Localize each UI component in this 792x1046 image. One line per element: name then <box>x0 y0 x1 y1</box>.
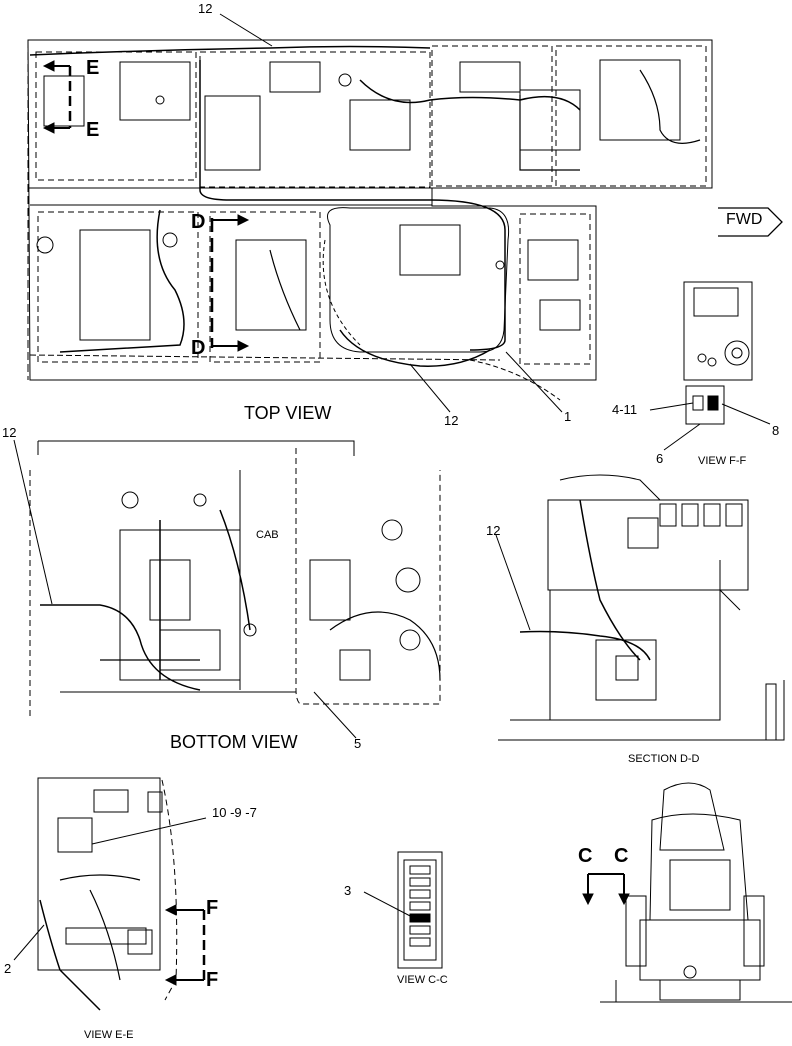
callout-12-top: 12 <box>198 1 213 16</box>
callout-12-section-d: 12 <box>486 523 501 538</box>
view-c-title: VIEW C-C <box>397 974 448 986</box>
view-f-title: VIEW F-F <box>698 455 747 467</box>
cab-label: CAB <box>256 529 279 541</box>
callout-6: 6 <box>656 451 664 466</box>
section-letter-c-left: C <box>578 845 593 867</box>
view-e-drawing <box>13 777 207 1011</box>
top-view-drawing <box>27 13 783 413</box>
callout-1: 1 <box>564 409 572 424</box>
section-d-title: SECTION D-D <box>628 753 700 765</box>
callout-10-9-7: 10 -9 -7 <box>212 805 257 820</box>
view-f-drawing <box>649 281 771 451</box>
section-d-drawing <box>495 474 785 741</box>
bottom-view-title: BOTTOM VIEW <box>170 732 298 752</box>
top-view-title: TOP VIEW <box>244 403 332 423</box>
view-c-drawing <box>363 851 443 969</box>
bottom-view-drawing <box>13 439 441 739</box>
callout-12-topview-lower: 12 <box>444 413 459 428</box>
section-letter-e-bottom: E <box>86 119 100 141</box>
callout-3: 3 <box>344 883 352 898</box>
callout-5: 5 <box>354 736 362 751</box>
section-letter-d-top: D <box>191 211 206 233</box>
seat-drawing <box>582 782 792 1003</box>
view-e-title: VIEW E-E <box>84 1029 134 1041</box>
section-letter-f-top: F <box>206 897 219 919</box>
callout-4-11: 4-11 <box>612 402 638 417</box>
section-letter-c-right: C <box>614 845 629 867</box>
callout-2: 2 <box>4 961 12 976</box>
section-letter-d-bottom: D <box>191 337 206 359</box>
callout-8: 8 <box>772 423 780 438</box>
callout-12-bottomview: 12 <box>2 425 17 440</box>
section-letter-f-bottom: F <box>206 969 219 991</box>
section-letter-e-top: E <box>86 57 100 79</box>
fwd-label: FWD <box>726 211 763 228</box>
